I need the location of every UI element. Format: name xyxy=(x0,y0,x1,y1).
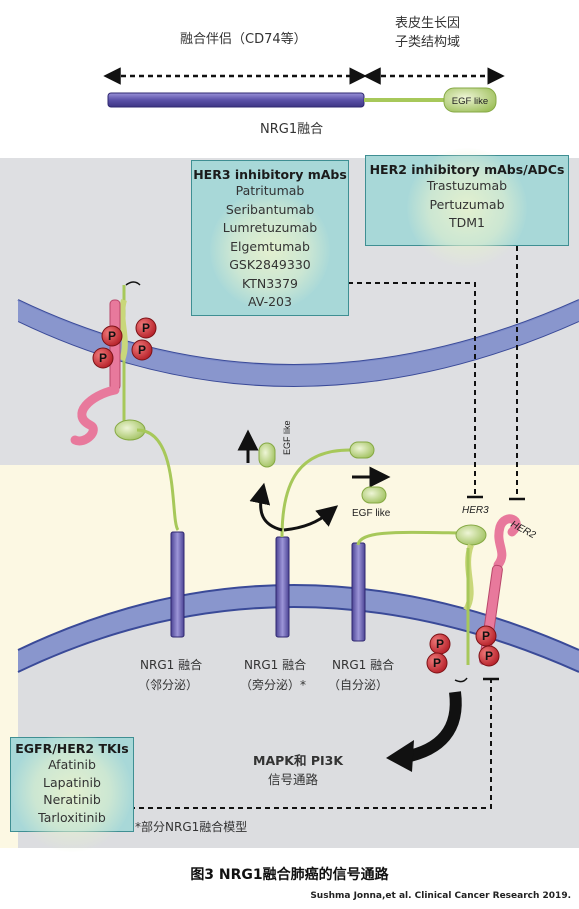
her2-drug: Trastuzumab xyxy=(426,178,508,193)
egf-like-vertical-label: EGF like xyxy=(282,420,292,455)
upper-membrane xyxy=(18,300,579,387)
tki-inhibitor-box: EGFR/HER2 TKIs Afatinib Lapatinib Nerati… xyxy=(10,731,134,852)
phospho-circle xyxy=(135,317,157,339)
upper-receptor-dimer xyxy=(70,281,180,531)
autocrine-label-line1: NRG1 融合 xyxy=(332,658,395,672)
lower-membrane xyxy=(18,585,579,672)
her3-drug: AV-203 xyxy=(248,294,292,309)
tki-drug: Neratinib xyxy=(43,792,101,807)
phospho-label: P xyxy=(433,656,441,670)
juxtacrine-label-line2: （旁分泌）* xyxy=(240,678,307,692)
egf-like-tag: EGF like xyxy=(452,96,488,107)
pathway-label-line2: 信号通路 xyxy=(268,772,319,787)
her2-drug: TDM1 xyxy=(449,215,485,230)
egf-domain-label-line2: 子类结构域 xyxy=(395,35,461,50)
her2-drug: Pertuzumab xyxy=(429,196,505,212)
footnote: *部分NRG1融合模型 xyxy=(135,820,248,834)
egf-like-right-label: EGF like xyxy=(352,508,391,519)
tki-inhibition-line xyxy=(130,680,492,809)
phospho-circle xyxy=(131,339,153,361)
lower-phospho-group xyxy=(426,625,500,674)
paracrine-label-line1: NRG1 融合 xyxy=(140,658,203,672)
phospho-label: P xyxy=(142,321,150,335)
phospho-circle xyxy=(478,645,500,667)
tki-box-title: EGFR/HER2 TKIs xyxy=(15,741,129,756)
phospho-label: P xyxy=(485,649,493,663)
juxtacrine-label-line1: NRG1 融合 xyxy=(244,658,307,672)
paracrine-label-line2: （邻分泌） xyxy=(138,678,199,692)
her3-drug: Lumretuzumab xyxy=(222,220,318,235)
pathway-label-line1: MAPK和 PI3K xyxy=(253,753,344,768)
phospho-circle xyxy=(101,325,123,347)
phospho-label: P xyxy=(138,343,146,357)
signal-arrow xyxy=(403,691,462,763)
tki-drug: Tarloxitinib xyxy=(38,809,106,825)
her3-box-title: HER3 inhibitory mAbs xyxy=(193,167,347,182)
her3-inhibition-line xyxy=(348,282,476,495)
fusion-partner-bar xyxy=(107,92,365,108)
juxtacrine-receptor xyxy=(237,429,391,638)
phospho-label: P xyxy=(482,629,490,643)
her3-drug: GSK2849330 xyxy=(229,257,311,272)
egf-like-domain xyxy=(443,87,497,113)
upper-phospho-group xyxy=(92,317,157,369)
phospho-label: P xyxy=(108,329,116,343)
her2-box-title: HER2 inhibitory mAbs/ADCs xyxy=(369,162,565,177)
her3-drug: Elgemtumab xyxy=(230,238,310,254)
her2-inhibitor-box: HER2 inhibitory mAbs/ADCs Trastuzumab Pe… xyxy=(365,147,569,268)
phospho-label: P xyxy=(436,637,444,651)
autocrine-label-line2: （自分泌） xyxy=(328,678,389,692)
phospho-label: P xyxy=(99,351,107,365)
her3-drug: KTN3379 xyxy=(241,275,299,291)
her3-label: HER3 xyxy=(462,505,489,516)
paracrine-receptor xyxy=(170,531,185,638)
egf-domain-label-line1: 表皮生长因 xyxy=(395,16,461,31)
tki-drug: Afatinib xyxy=(48,757,96,772)
figure-caption: 图3 NRG1融合肺癌的信号通路 xyxy=(190,867,389,883)
autocrine-receptor xyxy=(351,530,464,642)
nrg1-fusion-label: NRG1融合 xyxy=(260,122,324,137)
fusion-partner-label: 融合伴侣（CD74等） xyxy=(180,32,307,47)
her3-drug: Seribantumab xyxy=(225,201,315,217)
citation: Sushma Jonna,et al. Clinical Cancer Rese… xyxy=(310,891,571,901)
her3-drug: Patritumab xyxy=(235,183,305,198)
her3-inhibitor-box: HER3 inhibitory mAbs Patritumab Seribant… xyxy=(191,160,349,316)
phospho-circle xyxy=(92,347,114,369)
phospho-circle xyxy=(426,652,448,674)
upper-membrane-outer xyxy=(17,299,579,366)
tki-drug: Lapatinib xyxy=(43,774,101,790)
